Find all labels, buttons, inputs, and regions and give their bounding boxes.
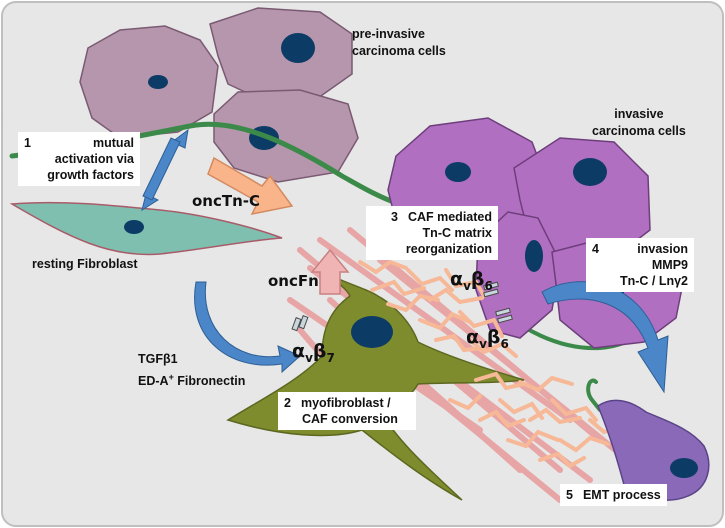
step-5-line1: EMT process [582,488,661,502]
step-1-line3: growth factors [47,168,134,182]
pre-invasive-label-line2: carcinoma cells [352,44,446,58]
invasive-cells [387,117,685,349]
invasive-label-line2: carcinoma cells [592,124,686,138]
step-1-line2: activation via [54,152,134,166]
invasive-label-line1: invasive [614,107,664,121]
oncFn-label: oncFn [268,272,319,290]
nucleus [670,458,698,478]
step-1-line1: mutual [93,136,134,150]
tenascin-matrix-fibers [358,259,624,469]
step-4-number: 4 [592,242,599,256]
integrin-avb6-label-lower: αvβ6 [466,326,509,351]
pre-invasive-label-line1: pre-invasive [352,27,425,41]
emt-cell [597,399,710,502]
step-3-line1: CAF mediated [407,210,492,224]
nucleus [525,240,543,272]
conversion-arrow [194,281,301,374]
integrin-receptor-avb6 [483,281,513,324]
oncFn-arrow [310,248,350,295]
basement-membrane-fragment [586,378,602,412]
mutual-activation-arrow [141,128,189,212]
integrin-avb6-label-upper: αvβ6 [450,268,493,293]
step-4-box: 4 invasion MMP9 Tn-C / Lnγ2 [586,238,694,292]
step-4-line2: MMP9 [651,258,688,272]
step-2-box: 2 myofibroblast / CAF conversion [278,392,416,430]
invasive-label: invasive carcinoma cells [592,106,686,140]
nucleus [148,75,168,89]
step-4-line3: Tn-C / Lnγ2 [619,274,688,288]
step-3-line3: reorganization [405,242,492,256]
nucleus [445,162,471,182]
step-3-line2: Tn-C matrix [422,226,492,240]
myofibroblast [226,269,525,501]
pre-invasive-cells [79,7,359,183]
step-5-number: 5 [566,488,573,502]
step-2-line1: myofibroblast / [300,396,391,410]
step-1-number: 1 [24,136,31,150]
pre-invasive-label: pre-invasive carcinoma cells [352,26,446,60]
integrin-avb7-label: αvβ7 [292,340,335,365]
step-1-box: 1 mutual activation via growth factors [18,132,140,186]
nucleus [281,33,315,63]
step-3-box: 3 CAF mediated Tn-C matrix reorganization [366,206,498,260]
step-3-number: 3 [391,210,398,224]
step-5-box: 5 EMT process [560,484,667,506]
eda-fibronectin-label: ED-A+ Fibronectin [138,372,246,389]
tgf-beta-label: TGFβ1 [138,352,178,366]
nucleus [573,158,607,186]
nucleus [124,220,144,234]
integrin-receptor-avb7 [291,315,309,332]
oncTnC-arrow [207,156,294,216]
resting-fibroblast [9,201,283,256]
nucleus [351,316,393,348]
step-2-line2: CAF conversion [302,412,398,426]
resting-fibroblast-label: resting Fibroblast [32,257,138,271]
step-4-line1: invasion [637,242,688,256]
tgf-fibronectin-label: TGFβ1 ED-A+ Fibronectin [138,350,245,390]
step-2-number: 2 [284,396,291,410]
oncTnC-label: oncTn-C [192,192,261,210]
